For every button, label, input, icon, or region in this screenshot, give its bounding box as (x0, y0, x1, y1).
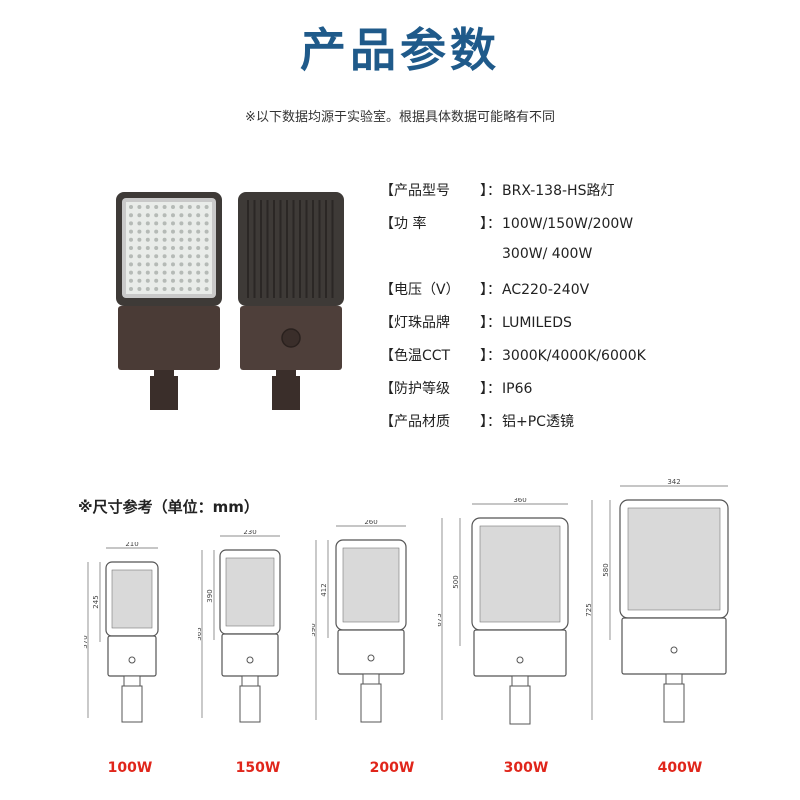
dimension-diagram-300w: 360 675 500 (438, 498, 569, 725)
svg-text:580: 580 (602, 563, 610, 576)
spec-model: 【产品型号】：BRX-138-HS路灯 (380, 183, 615, 199)
svg-text:245: 245 (92, 595, 100, 608)
watt-label-100w: 100W (107, 760, 153, 776)
svg-text:260: 260 (364, 520, 377, 526)
svg-text:210: 210 (125, 542, 138, 548)
spec-ip-rating: 【防护等级】：IP66 (380, 381, 533, 397)
fixture-back-photo (238, 192, 344, 410)
svg-text:725: 725 (586, 603, 593, 616)
svg-text:500: 500 (452, 575, 460, 588)
spec-list: 【产品型号】：BRX-138-HS路灯 【功 率】：100W/150W/200W… (380, 180, 780, 444)
dimension-diagram-150w: 230 565 390 (198, 530, 281, 723)
svg-text:342: 342 (667, 478, 680, 486)
spec-power-continued: 300W/ 400W (502, 246, 593, 262)
spec-material: 【产品材质】：铝+PC透镜 (380, 414, 574, 430)
watt-label-300w: 300W (503, 760, 549, 776)
svg-text:390: 390 (206, 589, 214, 602)
spec-power: 【功 率】：100W/150W/200W (380, 216, 634, 232)
watt-label-200w: 200W (369, 760, 415, 776)
page-title: 产品参数 (300, 23, 500, 77)
dimension-diagram-200w: 260 590 412 (312, 520, 407, 723)
svg-text:230: 230 (243, 530, 256, 536)
spec-voltage: 【电压（V）】：AC220-240V (380, 282, 590, 298)
fixture-front-photo (116, 192, 222, 410)
watt-label-150w: 150W (235, 760, 281, 776)
spec-cct: 【色温CCT】：3000K/4000K/6000K (380, 348, 646, 364)
dimension-diagram-100w: 210 570 245 (84, 542, 159, 723)
watt-label-400w: 400W (657, 760, 703, 776)
svg-text:565: 565 (198, 627, 203, 640)
svg-text:570: 570 (84, 635, 89, 648)
svg-text:590: 590 (312, 623, 317, 636)
svg-text:675: 675 (438, 613, 443, 626)
dimensions-title: ※尺寸参考（单位：mm） (78, 498, 259, 516)
svg-text:360: 360 (513, 498, 526, 504)
dimension-diagram-400w: 342 725 580 (586, 478, 729, 723)
svg-text:412: 412 (320, 583, 328, 596)
spec-led-brand: 【灯珠品牌】：LUMILEDS (380, 315, 572, 331)
lab-data-note: ※以下数据均源于实验室。根据具体数据可能略有不同 (245, 110, 555, 125)
